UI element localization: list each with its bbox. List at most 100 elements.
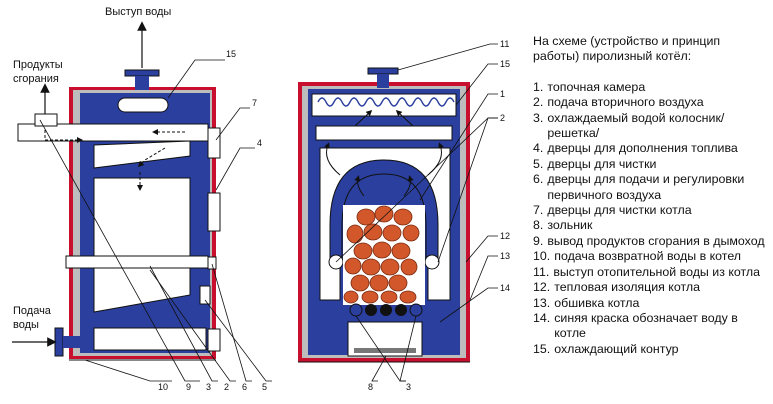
water-inlet-pipe (63, 336, 80, 348)
callout-left-7: 7 (252, 98, 257, 108)
legend-item-number: 5. (533, 156, 544, 171)
legend-item-number: 8. (533, 218, 544, 233)
flow-arrow-1 (44, 130, 83, 143)
legend-item-number: 6. (533, 172, 544, 187)
legend: На схеме (устройство и принцип работы) п… (533, 34, 769, 357)
legend-item: 7.дверцы для чистки котла (533, 203, 769, 218)
legend-item-number: 13. (533, 295, 551, 310)
water-in-label-2: воды (13, 319, 39, 331)
legend-item-text: охлаждающий контур (554, 341, 679, 356)
callout-right-14: 14 (500, 283, 510, 293)
legend-item: 2.подача вторичного воздуха (533, 95, 769, 110)
legend-intro: На схеме (устройство и принцип работы) п… (533, 34, 721, 64)
legend-item-text: охлаждаемый водой колосник/решетка/ (547, 110, 725, 141)
callout-right-3: 3 (406, 382, 411, 392)
legend-item-text: обшивка котла (554, 295, 640, 310)
callout-left-6: 6 (242, 382, 247, 392)
legend-item: 9.вывод продуктов сгорания в дымоход (533, 234, 769, 249)
legend-item-number: 15. (533, 341, 551, 356)
callout-left-10: 10 (158, 382, 168, 392)
legend-item-text: зольник (547, 218, 593, 233)
fuel-door-4 (207, 192, 221, 232)
water-outlet-pipe (135, 76, 149, 90)
return-door (207, 328, 221, 352)
legend-item: 4.дверцы для дополнения топлива (533, 141, 769, 156)
callout-right-1: 1 (500, 89, 505, 99)
side-section-view: Выступ воды Продукты сгорания Подача вод… (12, 6, 272, 392)
gas-flow-left (324, 142, 341, 176)
legend-item: 11.выступ отопительной воды из котла (533, 265, 769, 280)
water-inlet-nozzle (54, 327, 64, 357)
legend-item: 8.зольник (533, 218, 769, 233)
legend-item-number: 7. (533, 203, 544, 218)
grate-bar (65, 255, 209, 269)
legend-item-number: 9. (533, 233, 544, 248)
callout-left-2: 2 (224, 382, 229, 392)
legend-item: 12.тепловая изоляция котла (533, 280, 769, 295)
ash-chamber (93, 327, 207, 351)
callout-left-15: 15 (226, 49, 236, 59)
legend-item-number: 1. (533, 79, 544, 94)
callout-right-8: 8 (368, 382, 373, 392)
legend-item-text: вывод продуктов сгорания в дымоход (547, 233, 765, 248)
front-section-view: 11 15 1 2 12 13 14 8 3 (298, 39, 510, 392)
water-in-label-1: Подача (13, 305, 52, 317)
legend-item: 1.топочная камера (533, 80, 769, 95)
legend-item-number: 11. (533, 264, 550, 279)
air-door-6 (207, 256, 217, 270)
boiler-diagram: Выступ воды Продукты сгорания Подача вод… (12, 6, 510, 392)
callout-right-15: 15 (500, 59, 510, 69)
legend-item-number: 3. (533, 110, 544, 125)
cooling-loop (117, 97, 169, 113)
legend-item-text: подача вторичного воздуха (547, 95, 704, 110)
legend-item: 5.дверцы для чистки (533, 157, 769, 172)
legend-item-text: дверцы для дополнения топлива (547, 141, 738, 156)
water-out-label: Выступ воды (105, 6, 171, 18)
legend-item-number: 14. (533, 310, 551, 325)
legend-item-number: 2. (533, 95, 544, 110)
callout-right-2: 2 (500, 113, 505, 123)
front-top-nozzle (367, 67, 399, 75)
legend-item-text: дверцы для подачи и регулировки первично… (547, 172, 745, 202)
right-leaders (335, 43, 498, 382)
callout-right-11: 11 (500, 39, 509, 49)
secondary-chamber (93, 140, 191, 169)
flow-arrow-3 (137, 147, 166, 168)
fuel-chamber (93, 177, 191, 259)
legend-item-text: подача возвратной воды в котел (554, 249, 742, 264)
callout-left-4: 4 (257, 138, 262, 148)
legend-item: 6.дверцы для подачи и регулировки первич… (533, 172, 769, 203)
baffle-arrow-2 (395, 109, 414, 127)
legend-item: 13.обшивка котла (533, 296, 769, 311)
cooling-coil-wave (317, 97, 455, 107)
callout-right-13: 13 (500, 251, 510, 261)
baffle-arrow-1 (354, 109, 373, 127)
clean-door-5 (199, 285, 211, 305)
legend-item-text: тепловая изоляция котла (554, 280, 701, 295)
cooling-coil (311, 93, 457, 117)
legend-item-number: 12. (533, 280, 551, 295)
legend-item: 15.охлаждающий контур (533, 342, 769, 357)
legend-item-number: 10. (533, 249, 551, 264)
callout-left-5: 5 (262, 382, 267, 392)
legend-item: 3.охлаждаемый водой колосник/решетка/ (533, 111, 769, 142)
gas-flow-mid-l (354, 175, 365, 197)
legend-item: 14.синяя краска обозначает воду в котле (533, 311, 769, 342)
flue-outlet (34, 113, 58, 127)
front-top-pipe (377, 74, 389, 88)
legend-item-text: топочная камера (547, 79, 646, 94)
legend-item-text: дверцы для чистки (547, 156, 657, 171)
air-pipe-right (424, 254, 440, 270)
flue-gases-label-2: сгорания (13, 73, 59, 85)
legend-item-text: дверцы для чистки котла (547, 203, 692, 218)
callout-left-9: 9 (186, 382, 191, 392)
left-leaders (39, 59, 272, 382)
water-cooled-grate (349, 303, 423, 317)
legend-item: 10.подача возвратной воды в котел (533, 249, 769, 264)
flue-gases-label-1: Продукты (13, 59, 63, 71)
baffle-plate (315, 125, 453, 141)
callout-right-12: 12 (500, 231, 510, 241)
legend-item-text: выступ отопительной воды из котла (553, 264, 761, 279)
wood-logs (343, 205, 420, 304)
